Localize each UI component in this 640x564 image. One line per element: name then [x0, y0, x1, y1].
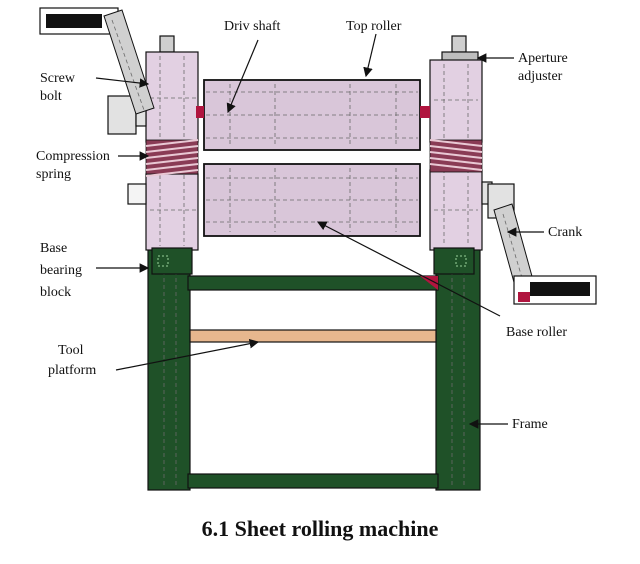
right-bearing-assembly [429, 35, 493, 275]
frame-structure [147, 245, 481, 491]
right-crank [487, 183, 597, 305]
label-compression-spring-1: Compression [36, 149, 110, 164]
label-screw-bolt-1: Screw [40, 71, 76, 86]
left-compression-spring [145, 139, 199, 177]
label-driv-shaft: Driv shaft [224, 19, 280, 34]
labels: Driv shaft Top roller Aperture adjuster … [36, 19, 582, 432]
label-base-roller: Base roller [506, 325, 567, 340]
frame-right-leg [435, 245, 481, 491]
label-tool-platform-1: Tool [58, 343, 84, 358]
left-aperture-cap [159, 35, 175, 53]
tool-platform-bar [189, 329, 437, 343]
label-screw-bolt-2: bolt [40, 89, 62, 104]
figure-caption: 6.1 Sheet rolling machine [202, 516, 439, 541]
frame-corner-accent [420, 276, 438, 290]
base-roller [203, 163, 421, 237]
right-crank-handle [530, 282, 590, 296]
label-crank: Crank [548, 225, 582, 240]
left-bearing-base-block [145, 173, 199, 251]
label-frame: Frame [512, 417, 548, 432]
label-base-bearing-2: bearing [40, 263, 82, 278]
label-tool-platform-2: platform [48, 363, 96, 378]
label-compression-spring-2: spring [36, 167, 71, 182]
top-roller-right-shaft [420, 106, 430, 118]
right-aperture-cap [451, 35, 467, 53]
left-upper-bearing-block [145, 51, 199, 143]
top-roller [196, 79, 430, 151]
label-top-roller: Top roller [346, 19, 402, 34]
label-base-bearing-3: block [40, 285, 71, 300]
left-crank-handle [46, 14, 102, 28]
left-crank [39, 7, 155, 115]
frame-top-beam [187, 275, 439, 291]
right-compression-spring [429, 139, 483, 173]
leader-lines [95, 33, 544, 429]
label-base-bearing-1: Base [40, 241, 67, 256]
left-screw-bolt-cap [107, 95, 137, 135]
top-roller-left-shaft [196, 106, 204, 118]
label-aperture-adjuster-2: adjuster [518, 69, 563, 84]
frame-left-leg [147, 245, 191, 491]
frame-bottom-beam [187, 473, 439, 489]
label-aperture-adjuster-1: Aperture [518, 51, 568, 66]
right-upper-bearing-block [429, 59, 483, 143]
